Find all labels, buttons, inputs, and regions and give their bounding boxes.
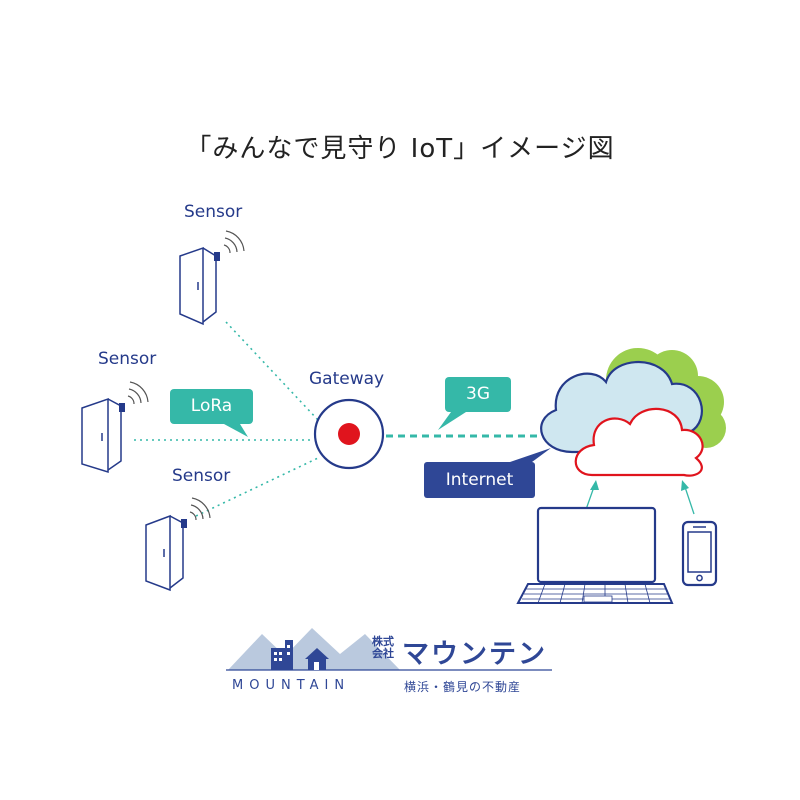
phone-to-cloud-arrow (681, 480, 695, 515)
sensor-link-1 (225, 321, 319, 421)
gateway-icon (313, 398, 385, 470)
mountain-logo-icon (226, 628, 552, 671)
gateway-label: Gateway (309, 369, 385, 389)
sensor-label-2: Sensor (98, 349, 157, 369)
diagram-title: 「みんなで見守り IoT」イメージ図 (185, 134, 615, 164)
door-sensor-icon-3 (145, 497, 211, 592)
logo-company-name: マウンテン (402, 639, 547, 670)
sensor-link-3 (195, 457, 319, 517)
internet-label: Internet (445, 470, 514, 490)
sensor-label-1: Sensor (184, 202, 243, 222)
lora-label: LoRa (190, 396, 233, 416)
smartphone-icon (681, 520, 718, 587)
lora-callout (170, 389, 253, 437)
laptop-icon (516, 506, 674, 604)
door-sensor-icon-2 (81, 381, 149, 474)
door-sensor-icon-1 (179, 230, 245, 326)
internet-badge (424, 448, 551, 498)
sensor-label-3: Sensor (172, 466, 231, 486)
logo-tagline: 横浜・鶴見の不動産 (404, 680, 522, 694)
cellular-callout (438, 377, 511, 430)
logo-kabushiki: 株式会社 (372, 635, 394, 660)
logo-wordmark: MOUNTAIN (232, 678, 351, 693)
cellular-label: 3G (466, 384, 490, 404)
cloud-red-icon (574, 407, 704, 477)
